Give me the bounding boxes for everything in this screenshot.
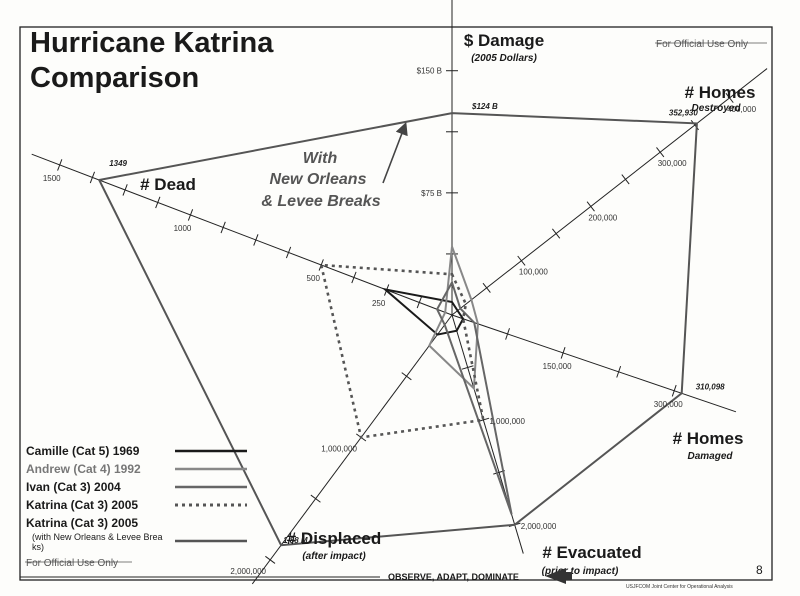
- official-use-bottom: For Official Use Only: [26, 558, 118, 569]
- axis-title-damage: $ Damage: [464, 31, 544, 50]
- tick-label-damage: $75 B: [421, 189, 442, 198]
- tick-label-evacuated: 1,000,000: [489, 417, 525, 426]
- tick-label-dead: 1500: [43, 174, 61, 183]
- official-use-top: For Official Use Only: [656, 39, 748, 50]
- tick-mark-homes_destroyed: [551, 228, 561, 239]
- axis-label-layer: $75 B $150 B $ Damage (2005 Dollars) 100,000…: [43, 31, 757, 577]
- axis-title-homes_destroyed: # Homes: [685, 83, 756, 102]
- axis-evacuated: [451, 314, 524, 554]
- annotation-line-1: With: [303, 150, 338, 167]
- tick-mark-homes_destroyed: [621, 174, 630, 185]
- tick-mark-dead: [220, 221, 226, 234]
- tick-mark-dead: [351, 271, 357, 284]
- legend-label-1: Andrew (Cat 4) 1992: [26, 462, 141, 476]
- tick-label-homes_destroyed: 300,000: [658, 159, 687, 168]
- tick-mark-dead: [416, 296, 422, 309]
- tick-mark-homes_damaged: [671, 384, 677, 397]
- tick-mark-homes_damaged: [616, 365, 622, 378]
- end-value-dead: 1349: [109, 159, 127, 168]
- chart-title-line1: Hurricane Katrina: [30, 27, 274, 59]
- legend-label-0: Camille (Cat 5) 1969: [26, 444, 140, 458]
- tick-label-homes_damaged: 300,000: [654, 400, 683, 409]
- axis-subtitle-homes_destroyed: Destroyed: [692, 103, 742, 114]
- legend-label-2: Ivan (Cat 3) 2004: [26, 480, 121, 494]
- series-polygon-3: [319, 263, 485, 439]
- tick-mark-displaced: [265, 555, 276, 564]
- tick-mark-homes_destroyed: [517, 255, 526, 266]
- tick-mark-homes_destroyed: [482, 282, 491, 293]
- tick-label-homes_destroyed: 200,000: [588, 213, 617, 222]
- axis-homes_destroyed: [451, 68, 768, 316]
- footer-slogan: OBSERVE, ADAPT, DOMINATE: [388, 572, 519, 582]
- axis-dead: [31, 153, 453, 316]
- legend-label-4: Katrina (Cat 3) 2005: [26, 516, 138, 530]
- tick-label-displaced: 2,000,000: [230, 567, 266, 576]
- tick-mark-displaced: [401, 372, 412, 381]
- tick-label-dead: 250: [372, 299, 386, 308]
- legend-sublabel-4: (with New Orleans & Levee Brea: [32, 532, 163, 542]
- tick-mark-dead: [253, 234, 259, 246]
- axes-layer: [31, 0, 768, 585]
- slide-frame: [19, 26, 773, 581]
- axis-subtitle-damage: (2005 Dollars): [471, 53, 537, 64]
- tick-mark-evacuated: [461, 365, 474, 370]
- tick-mark-displaced: [310, 494, 321, 503]
- tick-label-homes_destroyed: 100,000: [519, 268, 548, 277]
- tick-mark-dead: [155, 196, 161, 209]
- tick-mark-dead: [57, 159, 63, 171]
- annotation-line-3: & Levee Breaks: [261, 193, 380, 210]
- tick-mark-homes_damaged: [505, 328, 510, 340]
- tick-mark-homes_damaged: [560, 347, 566, 359]
- tick-mark-dead: [187, 209, 194, 221]
- page-number: 8: [756, 563, 763, 577]
- axis-title-evacuated: # Evacuated: [542, 543, 641, 562]
- legend-label-3: Katrina (Cat 3) 2005: [26, 498, 138, 512]
- series-polygon-2: [435, 279, 513, 515]
- chart-title-line2: Comparison: [30, 62, 199, 94]
- axis-subtitle-evacuated: (prior to impact): [542, 566, 619, 577]
- tick-mark-dead: [122, 184, 128, 196]
- tick-label-homes_destroyed: 400,000: [727, 105, 756, 114]
- axis-homes_damaged: [451, 314, 737, 413]
- levee-annotation: With New Orleans & Levee Breaks: [261, 122, 408, 210]
- end-value-homes_damaged: 310,098: [696, 382, 725, 391]
- tick-mark-homes_destroyed: [586, 201, 595, 212]
- tick-label-evacuated: 2,000,000: [521, 522, 557, 531]
- tick-mark-dead: [285, 246, 292, 259]
- tick-mark-homes_destroyed: [725, 92, 734, 103]
- axis-subtitle-homes_damaged: Damaged: [687, 451, 733, 462]
- footer-arrow-icon: [545, 568, 572, 584]
- series-layer: [97, 112, 698, 547]
- end-value-displaced: 1.88 M: [283, 536, 308, 545]
- tick-mark-homes_destroyed: [656, 147, 665, 158]
- tick-label-dead: 1000: [174, 224, 192, 233]
- series-polygon-4: [97, 112, 698, 547]
- tick-label-damage: $150 B: [417, 67, 442, 76]
- series-polygon-0: [381, 287, 465, 336]
- tick-mark-dead: [89, 171, 96, 184]
- tick-label-homes_damaged: 150,000: [543, 362, 572, 371]
- annotation-arrow: [382, 122, 408, 184]
- end-value-homes_destroyed: 352,930: [669, 108, 698, 117]
- tick-label-displaced: 1,000,000: [321, 444, 357, 453]
- legend-sublabel-cont-4: ks): [32, 542, 44, 552]
- annotation-line-2: New Orleans: [270, 171, 367, 188]
- end-value-damage: $124 B: [471, 102, 498, 111]
- tick-mark-dead: [318, 259, 324, 271]
- axis-title-dead: # Dead: [140, 175, 196, 194]
- axis-title-homes_damaged: # Homes: [673, 429, 744, 448]
- credit-line: USJFCOM Joint Center for Operational Ana…: [626, 584, 733, 590]
- axis-title-displaced: # Displaced: [287, 529, 382, 548]
- series-polygon-1: [428, 246, 479, 391]
- axis-displaced: [251, 314, 453, 585]
- axis-subtitle-displaced: (after impact): [302, 551, 366, 562]
- tick-label-dead: 500: [307, 274, 321, 283]
